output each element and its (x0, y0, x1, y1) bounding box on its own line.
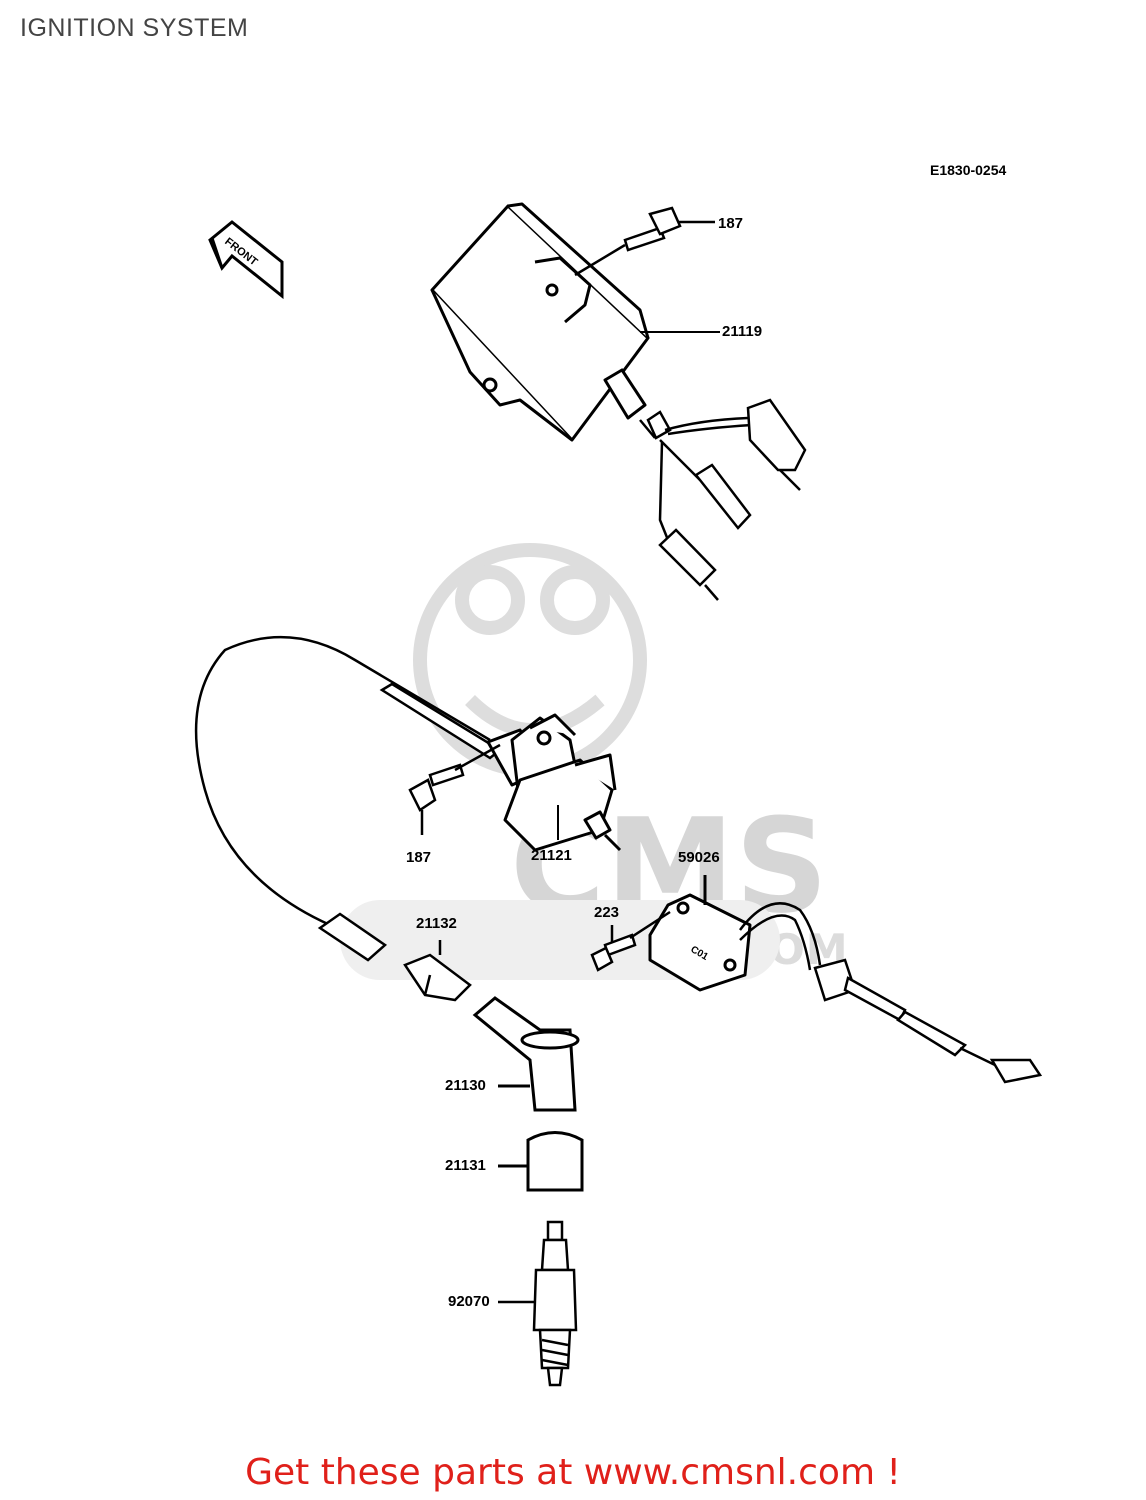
ht-lead-sleeve (379, 682, 503, 760)
igniter-wiring (639, 398, 807, 601)
diagram-code: E1830-0254 (930, 162, 1007, 178)
label-pickup-coil: 59026 (678, 849, 720, 866)
pickup-coil (648, 875, 752, 992)
front-arrow (208, 220, 284, 300)
bolt-top (574, 206, 715, 277)
label-plug-cap-seal: 21131 (445, 1157, 486, 1174)
ignition-coil (486, 713, 622, 852)
label-spark-plug: 92070 (448, 1293, 490, 1310)
igniter-unit (430, 202, 650, 442)
label-cap-sleeve: 21132 (416, 915, 457, 932)
pickup-wiring (739, 902, 1043, 1084)
label-ignition-coil: 21121 (531, 847, 572, 864)
footer-cta[interactable]: Get these parts at www.cmsnl.com ! (245, 1452, 901, 1493)
label-screw-pickup: 223 (594, 904, 620, 921)
plug-cap (472, 996, 580, 1112)
cap-sleeve (317, 912, 472, 1002)
bolt-coil (408, 743, 501, 835)
page-title: IGNITION SYSTEM (20, 14, 249, 42)
ht-lead-wire (194, 635, 491, 927)
spark-plug (498, 1220, 578, 1387)
label-igniter-unit: 21119 (722, 323, 763, 340)
label-bolt-top: 187 (718, 215, 744, 232)
label-bolt-coil: 187 (406, 849, 432, 866)
plug-cap-seal (498, 1131, 584, 1192)
screw-pickup (590, 910, 671, 972)
label-plug-cap: 21130 (445, 1077, 486, 1094)
